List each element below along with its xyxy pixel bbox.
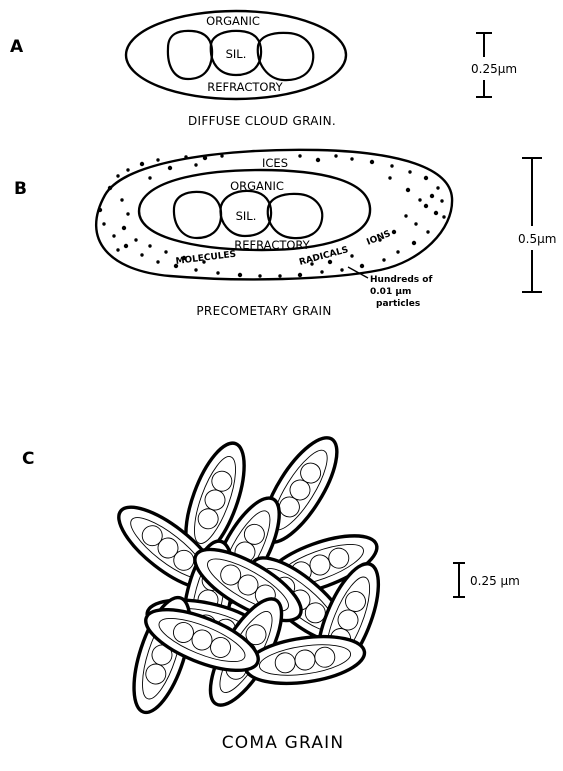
organic-label-a: ORGANIC [206, 14, 260, 28]
small-particle-dot [148, 176, 151, 179]
small-particle-dot [156, 158, 159, 161]
small-particle-dot [194, 163, 197, 166]
small-particle-dot [108, 186, 112, 190]
small-particle-dot [334, 154, 337, 157]
small-particle-dot [120, 198, 123, 201]
small-particle-dot [404, 214, 407, 217]
small-particle-dot [414, 222, 417, 225]
small-particle-dot [392, 230, 396, 234]
particles-label-line1: Hundreds of [370, 275, 432, 285]
panel-c-caption: COMA GRAIN [222, 733, 345, 753]
small-particle-dot [122, 226, 126, 230]
small-particle-dot [220, 154, 223, 157]
small-particle-dot [126, 212, 129, 215]
small-particle-dot [298, 273, 302, 277]
scale-bar-c: 0.25 µm [453, 563, 520, 597]
small-particle-dot [298, 154, 301, 157]
ions-label: IONS [365, 229, 392, 248]
molecules-label: MOLECULES [175, 250, 237, 267]
small-particle-dot [396, 250, 399, 253]
small-particle-dot [390, 164, 393, 167]
sil-label-a: SIL. [226, 47, 247, 61]
ices-label: ICES [262, 156, 288, 170]
small-particle-dot [238, 273, 242, 277]
panel-a-caption: DIFFUSE CLOUD GRAIN. [188, 114, 336, 128]
particles-label-line3: particles [376, 299, 420, 309]
small-particle-dot [426, 230, 429, 233]
coma-grain-aggregate [107, 427, 391, 718]
small-particle-dot [340, 268, 343, 271]
panel-c: C COMA GRAIN 0.25 µm [22, 427, 520, 753]
small-particle-dot [442, 215, 445, 218]
small-particle-dot [134, 238, 137, 241]
scale-label-a: 0.25µm [471, 62, 517, 76]
small-particle-dot [316, 158, 320, 162]
scale-label-b: 0.5µm [518, 232, 556, 246]
panel-b-caption: PRECOMETARY GRAIN [196, 304, 331, 318]
scale-label-c: 0.25 µm [470, 574, 520, 588]
small-particle-dot [116, 248, 119, 251]
refractory-label-b: REFRACTORY [234, 238, 310, 252]
small-particle-dot [430, 194, 434, 198]
scale-bar-b: 0.5µm [518, 158, 556, 292]
small-particle-dot [124, 244, 128, 248]
small-particle-dot [424, 176, 428, 180]
small-particle-dot [98, 208, 102, 212]
small-particle-dot [216, 271, 219, 274]
sil-label-b: SIL. [236, 209, 257, 223]
small-particle-dot [168, 166, 172, 170]
small-particle-dot [388, 176, 391, 179]
silicate-core-right [258, 33, 313, 80]
small-particle-dot [434, 211, 438, 215]
silicate-core-b-left [174, 192, 221, 238]
small-particle-dot [320, 270, 323, 273]
small-particle-dot [116, 174, 119, 177]
refractory-label-a: REFRACTORY [207, 80, 283, 94]
scale-bar-a: 0.25µm [471, 33, 517, 97]
small-particle-dot [436, 186, 439, 189]
small-particle-dot [278, 274, 281, 277]
small-particle-dot [156, 260, 159, 263]
small-particle-dot [350, 157, 353, 160]
small-particle-dot [148, 244, 151, 247]
small-particle-dot [406, 188, 410, 192]
panel-b-letter: B [14, 179, 27, 199]
small-particle-dot [112, 234, 115, 237]
silicate-core-left [168, 31, 212, 79]
particles-label-line2: 0.01 µm [370, 287, 411, 297]
panel-b: B ICES ORGANIC SIL. REFRACTORY MOLECULES… [14, 150, 556, 318]
small-particle-dot [424, 204, 428, 208]
small-particle-dot [350, 254, 353, 257]
panel-c-letter: C [22, 449, 34, 469]
small-particle-dot [418, 198, 421, 201]
small-particle-dot [408, 170, 411, 173]
small-particle-dot [360, 264, 364, 268]
small-particle-dot [102, 222, 105, 225]
small-particle-dot [370, 160, 374, 164]
silicate-core-b-right [268, 194, 322, 238]
panel-a-letter: A [10, 37, 24, 57]
organic-label-b: ORGANIC [230, 179, 284, 193]
small-particle-dot [258, 274, 261, 277]
panel-a: A ORGANIC SIL. REFRACTORY DIFFUSE CLOUD … [10, 11, 517, 128]
small-particle-dot [184, 155, 187, 158]
small-particle-dot [412, 241, 416, 245]
small-particle-dot [440, 199, 443, 202]
small-particle-dot [382, 258, 385, 261]
small-particle-dot [164, 250, 167, 253]
small-particle-dot [194, 268, 197, 271]
small-particle-dot [140, 162, 144, 166]
small-particle-dot [203, 156, 207, 160]
small-particle-dot [140, 253, 143, 256]
small-particle-dot [126, 168, 129, 171]
